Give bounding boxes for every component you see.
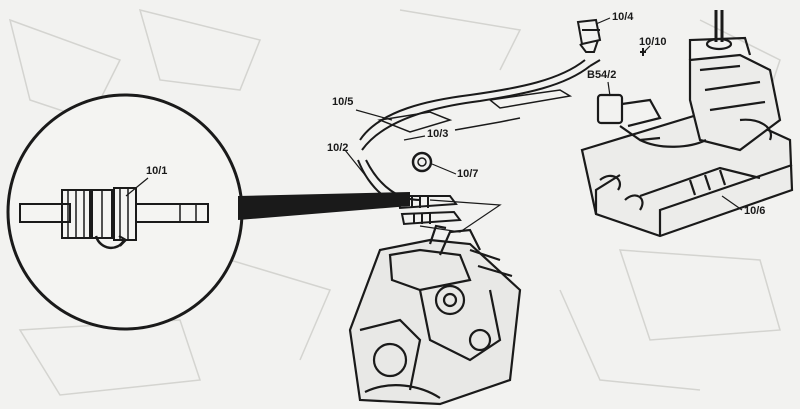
magnifier-connector [238, 192, 410, 220]
label-10-7: 10/7 [457, 168, 479, 180]
shift-housing [580, 10, 794, 238]
screw-part [640, 48, 646, 56]
clip-part [576, 18, 602, 53]
label-10-10: 10/10 [639, 36, 667, 48]
label-b54-2: B54/2 [587, 69, 617, 81]
label-10-5: 10/5 [332, 96, 354, 108]
label-10-4: 10/4 [612, 11, 634, 23]
ring-part-inner [417, 157, 427, 167]
shift-cables [357, 59, 601, 206]
cable-ends [396, 195, 502, 233]
label-10-1: 10/1 [146, 165, 168, 177]
detail-magnifier [6, 93, 244, 331]
label-10-2: 10/2 [327, 142, 349, 154]
label-10-6: 10/6 [744, 205, 766, 217]
label-10-3: 10/3 [427, 128, 449, 140]
leader-lines [344, 17, 743, 211]
ring-part [411, 151, 433, 173]
transmission [348, 224, 522, 406]
